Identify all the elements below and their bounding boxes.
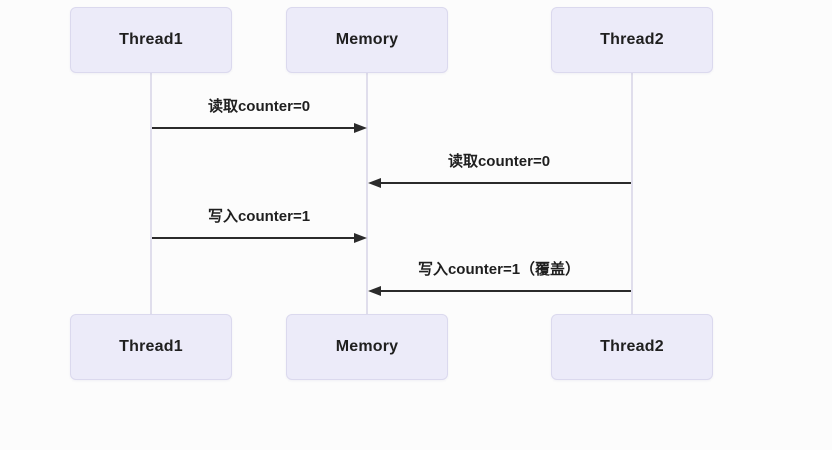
arrowhead-right-icon	[354, 233, 367, 243]
actor-label: Memory	[335, 31, 399, 48]
arrowhead-left-icon	[368, 286, 381, 296]
arrow-line	[152, 237, 354, 239]
arrowhead-right-icon	[354, 123, 367, 133]
arrow-line	[381, 182, 631, 184]
lifeline-thread2	[631, 73, 633, 314]
arrow-line	[381, 290, 631, 292]
message-label: 写入counter=1	[207, 208, 311, 225]
actor-label: Thread2	[600, 31, 664, 48]
actor-label: Thread1	[119, 31, 183, 48]
message-label: 读取counter=0	[207, 98, 311, 115]
lifeline-memory	[366, 73, 368, 314]
arrow-line	[152, 127, 354, 129]
arrowhead-left-icon	[368, 178, 381, 188]
actor-box-thread1-top: Thread1	[70, 7, 232, 73]
actor-box-memory-top: Memory	[286, 7, 448, 73]
message-label: 读取counter=0	[447, 153, 551, 170]
actor-label: Thread1	[119, 338, 183, 355]
lifeline-thread1	[150, 73, 152, 314]
actor-box-memory-bottom: Memory	[286, 314, 448, 380]
actor-box-thread1-bottom: Thread1	[70, 314, 232, 380]
message-label: 写入counter=1（覆盖）	[417, 261, 581, 278]
actor-label: Thread2	[600, 338, 664, 355]
actor-label: Memory	[335, 338, 399, 355]
actor-box-thread2-top: Thread2	[551, 7, 713, 73]
actor-box-thread2-bottom: Thread2	[551, 314, 713, 380]
